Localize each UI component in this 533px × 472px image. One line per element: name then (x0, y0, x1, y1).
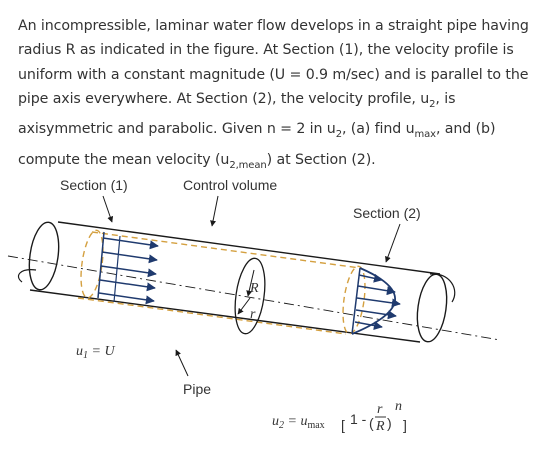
section2-velocity-arrow (358, 273, 383, 283)
section1-velocity-arrow (101, 251, 158, 264)
pipe-right-end (416, 273, 448, 343)
u1-label: u1 = U (76, 344, 115, 361)
section2-pointer (385, 223, 401, 263)
pipe-left-break (17, 269, 37, 283)
u2-subscript: 2 (335, 129, 342, 141)
problem-line-5-tail: , and (b) (435, 121, 496, 138)
problem-line-4-tail: , is (435, 91, 456, 108)
control-volume-bottom (77, 297, 347, 335)
u2mean-subscript: 2,mean (229, 159, 267, 171)
section1-pointer (102, 195, 114, 223)
u2-subscript: 2 (429, 99, 436, 111)
section2-velocity-arrow (357, 285, 396, 296)
section1-profile-front (113, 235, 121, 303)
radius-R-arrow (246, 269, 255, 297)
bracket-open: [ (341, 417, 345, 433)
radius-R-label: R (249, 281, 259, 296)
section2-velocity-arrow (354, 321, 383, 330)
pipe-top-wall (57, 221, 441, 275)
radius-r-arrow (237, 297, 251, 315)
problem-line-2: radius R as indicated in the figure. At … (18, 42, 514, 59)
pipe-pointer (175, 349, 189, 377)
control-volume-label: Control volume (183, 177, 277, 193)
section2-label: Section (2) (353, 205, 421, 221)
fraction-numerator: r (377, 402, 383, 417)
exponent-n: n (395, 399, 402, 414)
middle-cross-section (234, 257, 266, 335)
section2-velocity-arrow (355, 309, 397, 320)
problem-statement: An incompressible, laminar water flow de… (18, 14, 529, 178)
section1-velocity-arrow (98, 292, 155, 305)
control-volume-pointer (210, 195, 219, 227)
control-volume-top (91, 231, 361, 269)
bracket-close: ] (403, 417, 407, 433)
umax-subscript: max (414, 129, 436, 141)
section1-velocity-arrow (99, 279, 156, 292)
control-volume-section2 (342, 265, 366, 335)
pipe-label: Pipe (183, 381, 211, 397)
radius-r-label: r (250, 307, 256, 322)
problem-line-6: compute the mean velocity (u2,mean) at S… (18, 148, 528, 178)
control-volume-section1 (80, 229, 104, 299)
problem-line-5: axisymmetric and parabolic. Given n = 2 … (18, 117, 528, 147)
pipe-left-end (28, 221, 60, 291)
problem-line-5-mid: , (a) find u (341, 121, 415, 138)
problem-line-5-text: axisymmetric and parabolic. Given n = 2 … (18, 121, 336, 138)
section1-velocity-arrow (102, 237, 159, 250)
fraction-denominator: R (375, 419, 385, 434)
problem-line-4-text: pipe axis everywhere. At Section (2), th… (18, 91, 430, 108)
u2-equation: u2 = umax (272, 414, 325, 431)
section2-profile-base (351, 267, 361, 335)
problem-line-3: uniform with a constant magnitude (U = 0… (18, 66, 529, 83)
section1-profile-base (97, 231, 105, 299)
paren-close: ) (387, 415, 392, 431)
problem-line-4: pipe axis everywhere. At Section (2), th… (18, 87, 528, 117)
section1-label: Section (1) (60, 177, 128, 193)
problem-line-6-text: compute the mean velocity (u (18, 151, 230, 168)
paren-open: ( (369, 415, 374, 431)
problem-line-6-tail: ) at Section (2). (266, 151, 376, 168)
one-minus: 1 - (350, 411, 367, 427)
pipe-right-break (429, 273, 456, 303)
section2-velocity-arrow (356, 297, 401, 308)
section1-velocity-arrow (100, 265, 157, 278)
pipe-centerline (7, 255, 501, 341)
problem-line-1: An incompressible, laminar water flow de… (18, 18, 529, 34)
